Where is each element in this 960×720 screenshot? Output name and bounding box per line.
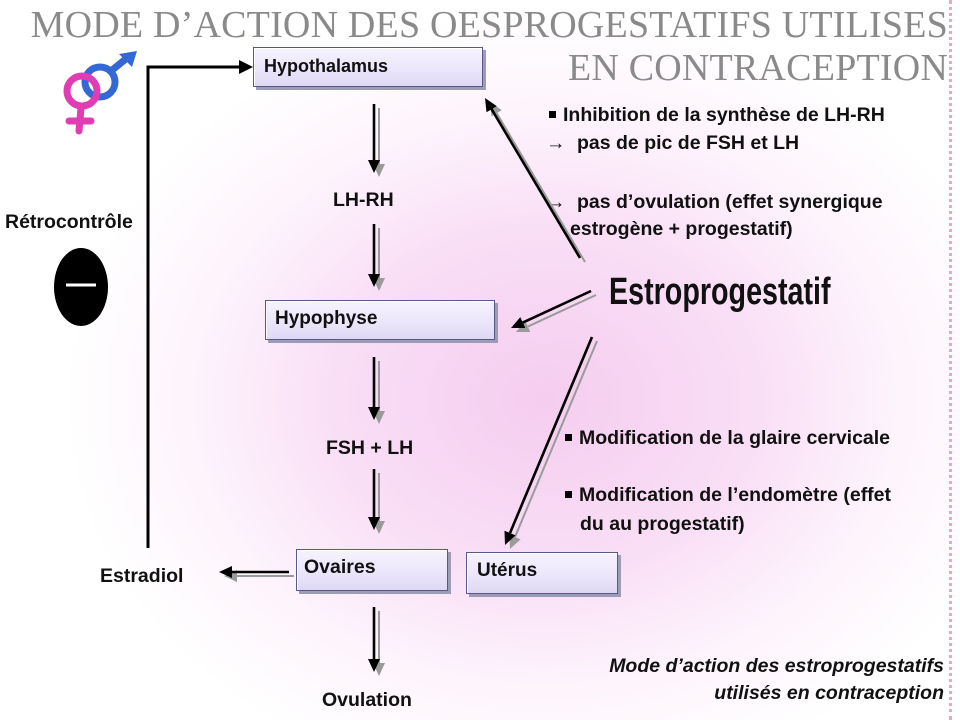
arrow-head: [373, 278, 385, 291]
hypophyse-box: Hypophyse: [265, 300, 495, 340]
female-symbol-icon: [63, 72, 101, 135]
arrow-head: [368, 659, 380, 672]
uterus-label: Utérus: [477, 560, 538, 581]
minus-sign-icon: [54, 248, 108, 326]
arrow-head: [368, 517, 380, 530]
effect-line-no-ovulation: pas d’ovulation (effet synergique: [546, 191, 883, 213]
arrow-estroprogestatif-to-hypophyse: [511, 289, 597, 332]
arrow-head: [504, 530, 516, 545]
bullet-icon: [565, 491, 572, 498]
arrow-head: [490, 102, 502, 117]
effect-line-endometrium: Modification de l’endomètre (effet: [562, 484, 891, 506]
edge-dotted-line: [949, 0, 952, 720]
hypophyse-label: Hypophyse: [275, 308, 378, 329]
arrow-hypophyse-to-fsh-lh: [368, 357, 385, 424]
effect-text: Inhibition de la synthèse de LH-RH: [563, 104, 885, 126]
arrow-head: [509, 534, 521, 549]
hypothalamus-label: Hypothalamus: [264, 56, 389, 76]
effect-text: pas d’ovulation (effet synergique: [577, 191, 883, 213]
estroprogestatif-label: Estroprogestatif: [609, 271, 831, 313]
effect-text: Modification de l’endomètre (effet: [579, 484, 892, 506]
effect-line-progestatif: du au progestatif): [580, 513, 745, 535]
caption-line-1: Mode d’action des estroprogestatifs: [609, 655, 944, 677]
effect-text: Modification de la glaire cervicale: [579, 427, 891, 449]
arrow-head: [368, 160, 380, 173]
gender-symbol-icon: [63, 51, 137, 135]
uterus-box: Utérus: [466, 552, 618, 594]
arrow-right-icon: [546, 132, 577, 154]
bullet-icon: [565, 434, 572, 441]
lh-rh-label: LH-RH: [333, 189, 394, 211]
arrow-head: [516, 321, 531, 332]
arrow-head: [368, 407, 380, 420]
arrow-shaft: [522, 289, 592, 324]
hypothalamus-box: Hypothalamus: [253, 47, 483, 87]
feedback-line: [146, 65, 241, 548]
effect-text: du au progestatif): [580, 513, 745, 535]
ovaires-box: Ovaires: [296, 549, 448, 591]
male-symbol-icon: [81, 51, 137, 101]
effect-line-cervical-mucus: Modification de la glaire cervicale: [562, 427, 890, 449]
arrow-shaft: [527, 294, 597, 328]
arrow-hypothalamus-to-lhrh: [368, 104, 385, 177]
bullet-icon: [549, 111, 556, 118]
arrow-ovaires-to-ovulation: [368, 607, 385, 676]
ovaires-label: Ovaires: [304, 556, 376, 578]
arrow-lhrh-to-hypophyse: [368, 224, 385, 291]
arrow-head: [373, 663, 385, 676]
feedback-arrowhead: [239, 60, 253, 74]
arrow-fsh-lh-to-ovaires: [368, 469, 385, 534]
caption-line-2: utilisés en contraception: [714, 682, 944, 704]
ovulation-label: Ovulation: [322, 689, 412, 711]
arrow-head: [219, 566, 232, 578]
arrow-head: [224, 570, 237, 582]
retrocontrole-label: Rétrocontrôle: [5, 211, 133, 233]
arrow-ovaires-to-estradiol: [219, 566, 294, 582]
slide-title-line-1: MODE D’ACTION DES OESPROGESTATIFS UTILIS…: [30, 4, 948, 46]
effect-line-synergy: estrogène + progestatif): [570, 218, 793, 240]
fsh-lh-label: FSH + LH: [326, 437, 414, 459]
effect-line-no-peak: pas de pic de FSH et LH: [546, 132, 799, 154]
effect-line-inhibition: Inhibition de la synthèse de LH-RH: [546, 104, 885, 126]
arrow-head: [368, 274, 380, 287]
arrow-head: [373, 521, 385, 534]
feedback-arrow: [146, 60, 253, 548]
slide-title-line-2: EN CONTRACEPTION: [567, 47, 948, 89]
arrow-right-icon: [546, 191, 577, 213]
arrow-head: [373, 164, 385, 177]
arrow-head: [485, 98, 497, 113]
arrow-head: [511, 317, 526, 328]
effect-text: estrogène + progestatif): [570, 218, 793, 240]
effect-text: pas de pic de FSH et LH: [577, 132, 800, 154]
estradiol-label: Estradiol: [100, 565, 184, 587]
arrow-head: [373, 411, 385, 424]
